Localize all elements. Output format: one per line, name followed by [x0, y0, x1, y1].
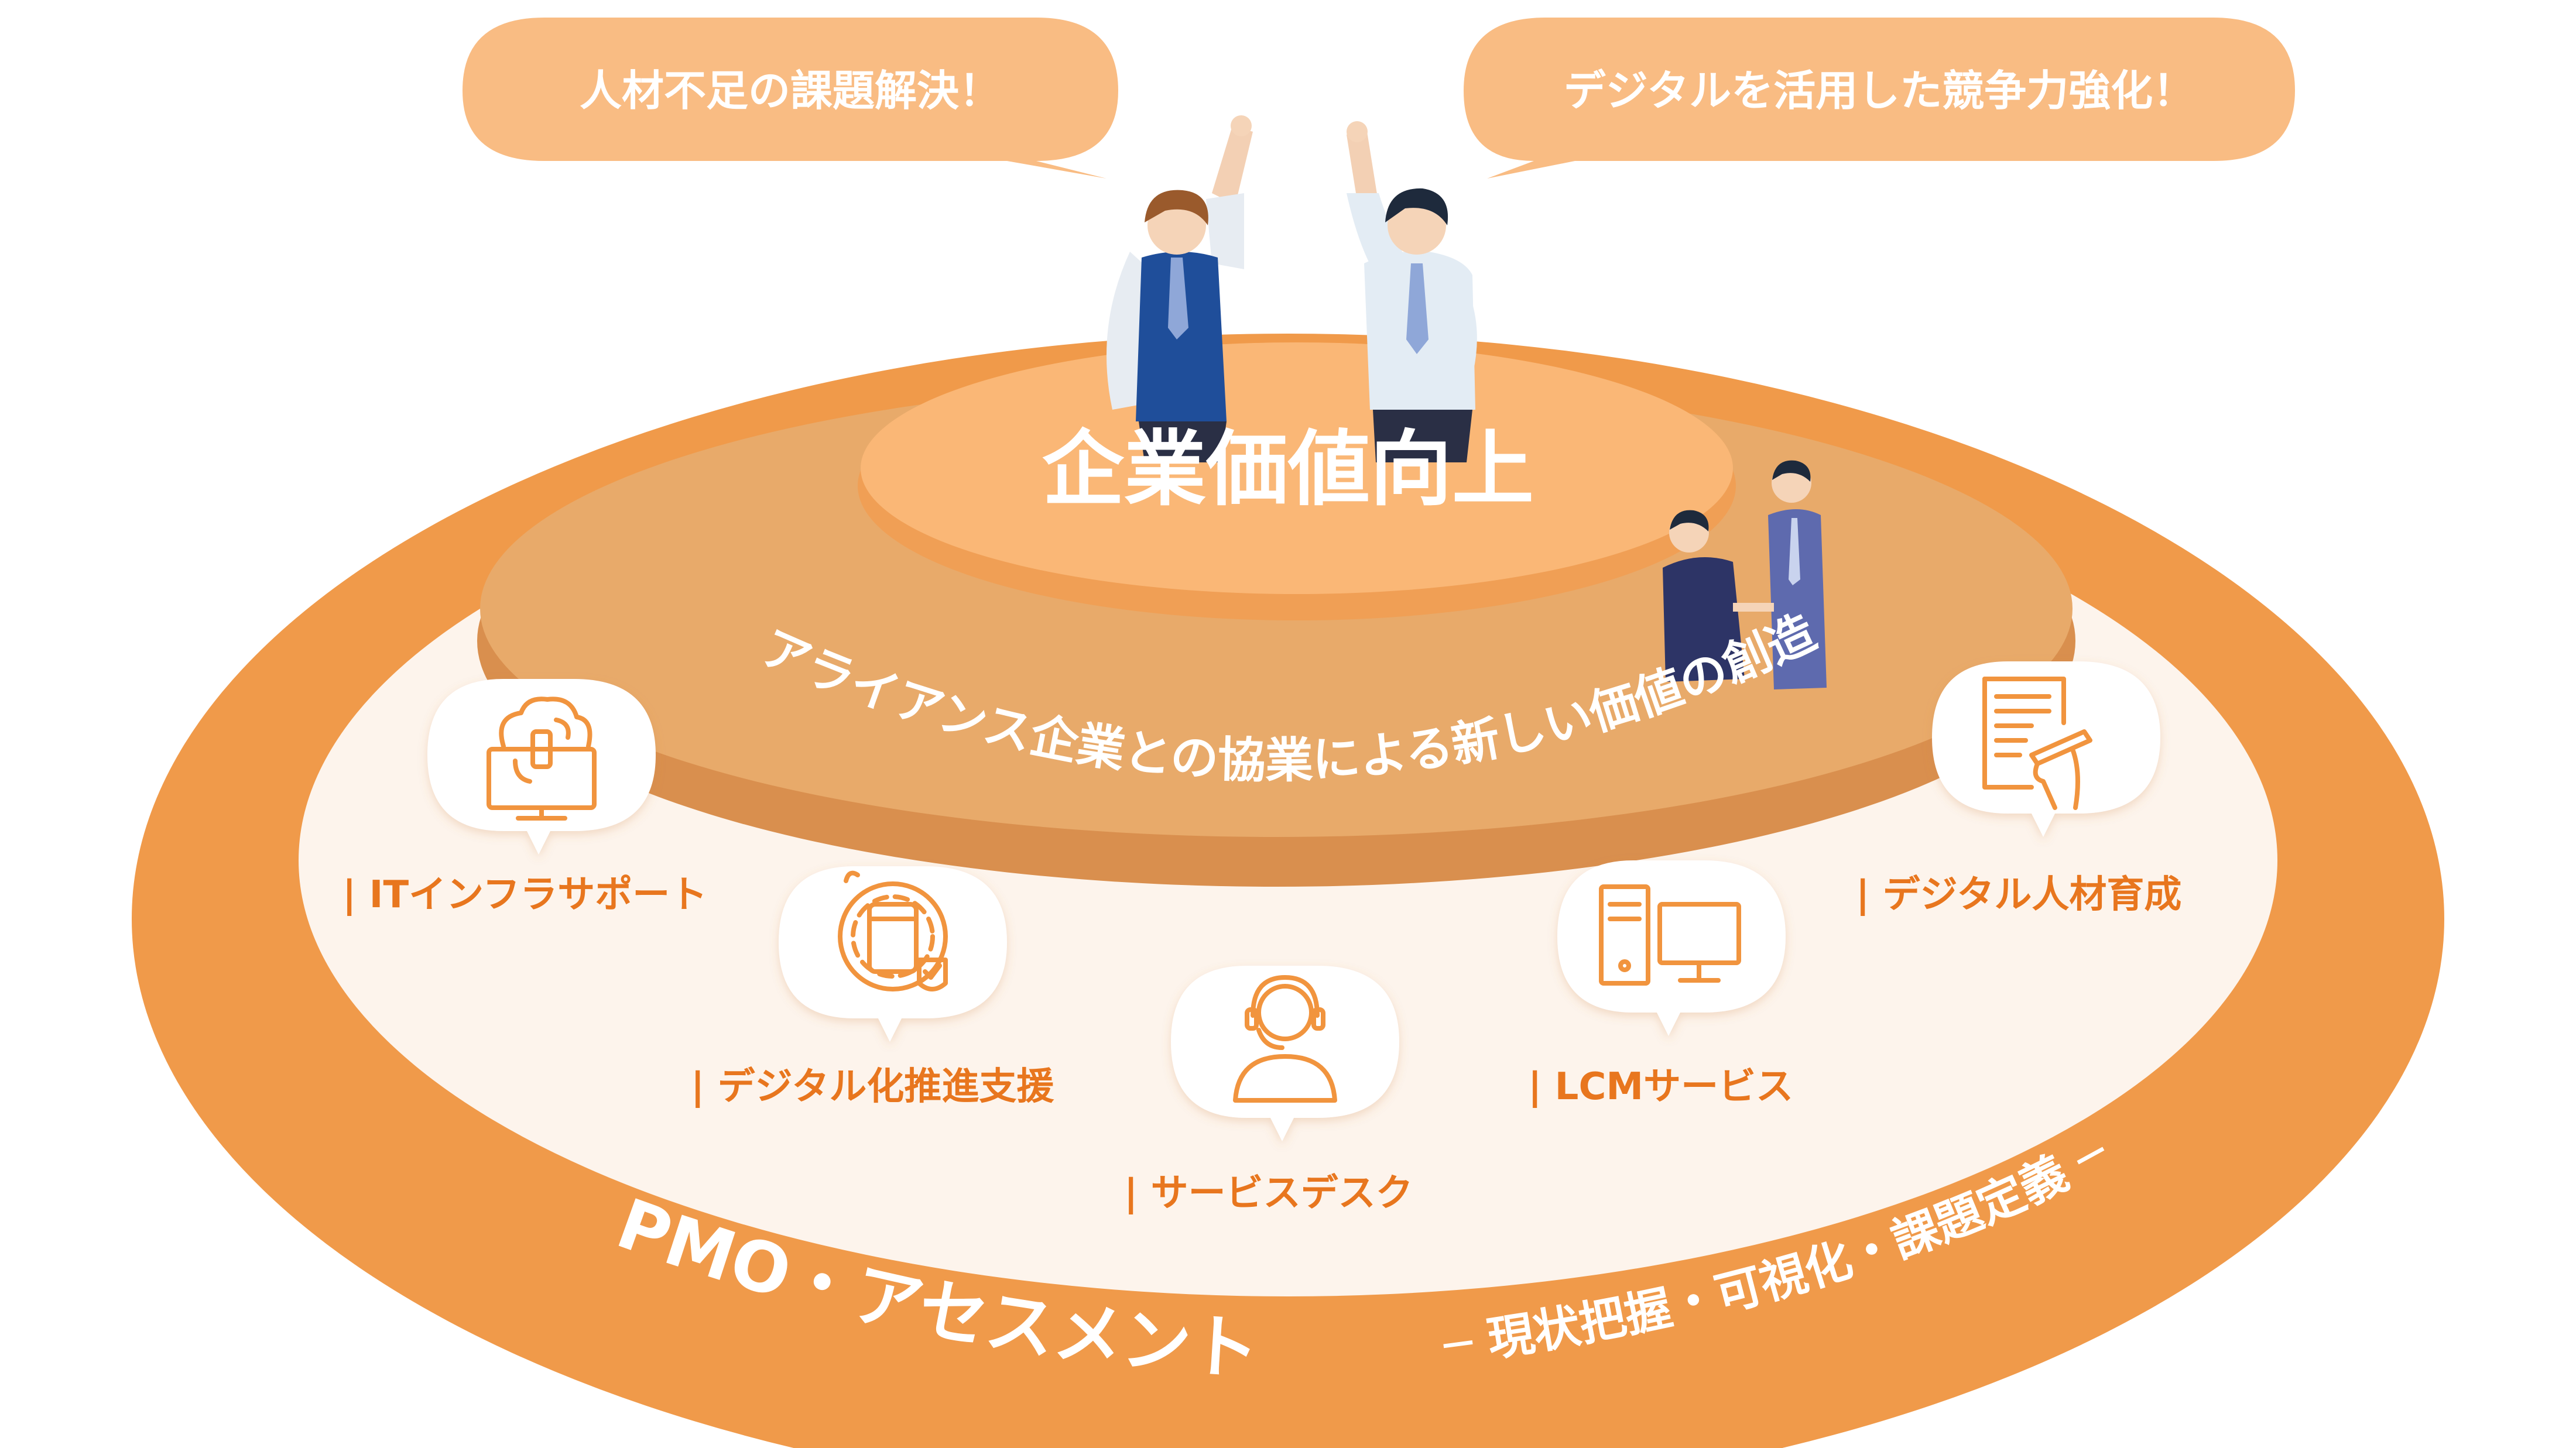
service-bubble-digital-promotion [779, 866, 1007, 1042]
businessman-shirt-figure [1347, 121, 1477, 462]
speech-bubble-left-text: 人材不足の課題解決！ [580, 66, 1001, 115]
desktop-computer-icon [1599, 884, 1741, 986]
top-disc [861, 342, 1733, 594]
handshake-figures [1663, 460, 1827, 689]
headset-operator-icon [1233, 975, 1337, 1103]
speech-bubble-right: デジタルを活用した競争力強化！ [1464, 18, 2295, 179]
service-label-lcm: | LCMサービス [1528, 1065, 1793, 1109]
service-bubble-service-desk [1171, 966, 1399, 1141]
service-label-digital-talent: | デジタル人材育成 [1856, 873, 2181, 917]
speech-bubble-left: 人材不足の課題解決！ [463, 18, 1118, 179]
cloud-monitor-icon [487, 696, 597, 821]
service-label-digital-promotion: | デジタル化推進支援 [691, 1065, 1054, 1109]
document-writing-icon [1982, 677, 2092, 810]
service-label-service-desk: | サービスデスク [1124, 1172, 1413, 1215]
speech-bubble-right-text: デジタルを活用した競争力強化！ [1564, 66, 2195, 115]
businessman-vest-figure [1107, 115, 1253, 462]
center-title: 企業価値向上 [1042, 422, 1534, 517]
service-label-it-infra: | ITインフラサポート [342, 873, 707, 917]
gear-tablet-icon [838, 870, 948, 991]
